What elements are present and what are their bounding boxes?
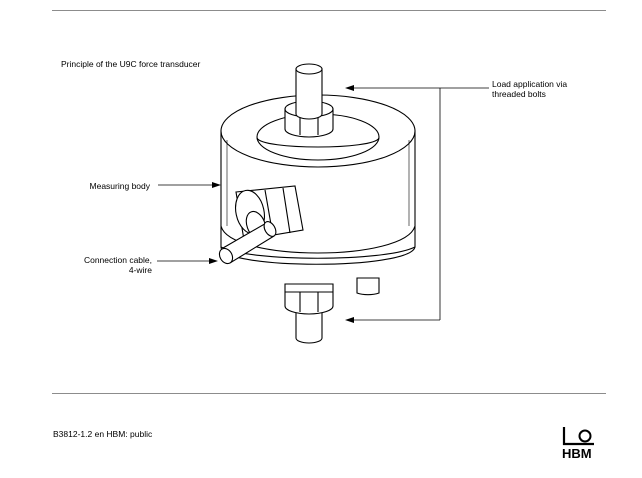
label-measuring-body: Measuring body (89, 181, 150, 191)
connection-cable (218, 221, 277, 265)
label-cable-line2: 4-wire (128, 265, 152, 275)
top-divider (52, 10, 606, 11)
hbm-logo-text: HBM (562, 446, 592, 461)
footer-document-id: B3812-1.2 en HBM: public (53, 429, 153, 439)
label-cable-line1: Connection cable, (83, 255, 152, 265)
label-load-line2: threaded bolts (492, 89, 546, 99)
arrow-heads (209, 85, 354, 323)
hbm-logo-icon (562, 427, 594, 446)
measuring-body (220, 94, 416, 254)
upper-bolt (284, 63, 334, 138)
label-load-line1: Load application via (492, 79, 568, 89)
label-connection-cable: Connection cable, 4-wire (64, 255, 152, 275)
label-load-application: Load application via threaded bolts (492, 79, 567, 99)
lower-bolt (284, 277, 380, 344)
hbm-logo: HBM (562, 425, 596, 463)
bottom-divider (52, 393, 606, 394)
lower-foot (356, 277, 380, 296)
diagram-title: Principle of the U9C force transducer (61, 59, 201, 69)
leader-lines (157, 87, 489, 321)
